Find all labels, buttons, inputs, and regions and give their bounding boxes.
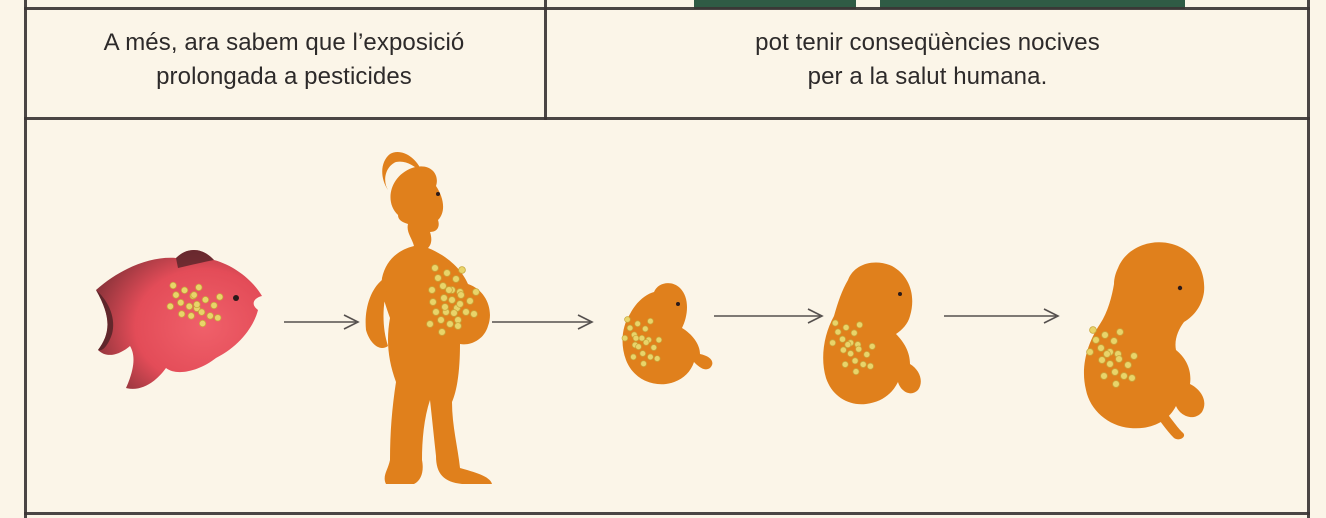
panel-border-top — [24, 7, 1310, 10]
fetus-small-icon — [621, 283, 713, 385]
panel-border-bottom — [24, 512, 1310, 515]
caption-left-line-2: prolongada a pesticides — [156, 63, 412, 90]
fish-icon — [96, 250, 262, 389]
panel-border-right — [1307, 0, 1310, 518]
arrow-icon — [944, 308, 1060, 324]
caption-right-line-1: pot tenir conseqüències nocives — [755, 29, 1100, 56]
panel-border-separator — [24, 117, 1310, 120]
arrow-icon — [492, 314, 594, 330]
caption-right-line-2: per a la salut humana. — [807, 63, 1048, 90]
fetus-large-icon — [1083, 242, 1205, 440]
exposure-illustration — [96, 152, 1205, 484]
arrow-icon — [714, 308, 824, 324]
caption-right: pot tenir conseqüències nocives per a la… — [560, 26, 1295, 110]
panel-border-left — [24, 0, 27, 518]
caption-left: A més, ara sabem que l’exposició prolong… — [34, 26, 534, 110]
previous-panel-green-shape — [880, 0, 1185, 9]
previous-panel-green-shape — [694, 0, 856, 9]
caption-left-line-1: A més, ara sabem que l’exposició — [103, 29, 465, 56]
arrow-icon — [284, 314, 360, 330]
fetus-medium-icon — [823, 262, 921, 405]
panel-border-middle — [544, 0, 547, 120]
pregnant-woman-icon — [365, 152, 492, 484]
